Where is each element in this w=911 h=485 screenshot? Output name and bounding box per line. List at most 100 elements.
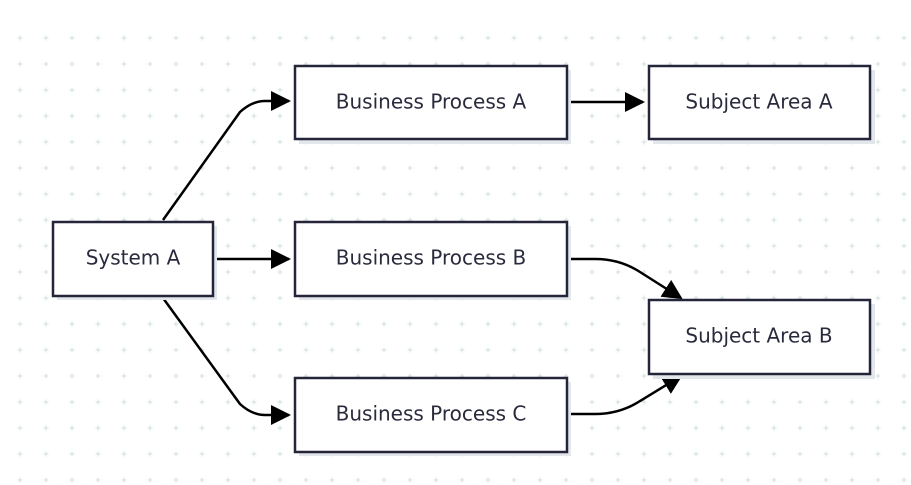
grid-marker	[173, 477, 179, 483]
grid-marker	[69, 347, 75, 353]
grid-marker	[615, 139, 621, 145]
grid-marker	[199, 321, 205, 327]
grid-marker	[589, 61, 595, 67]
grid-marker	[511, 347, 517, 353]
grid-marker	[797, 165, 803, 171]
grid-marker	[693, 269, 699, 275]
edge-system-a-to-bp-a	[161, 91, 291, 221]
grid-marker	[199, 87, 205, 93]
grid-marker	[277, 399, 283, 405]
grid-marker	[147, 425, 153, 431]
grid-marker	[121, 35, 127, 41]
grid-marker	[303, 191, 309, 197]
grid-marker	[69, 35, 75, 41]
grid-marker	[251, 35, 257, 41]
grid-marker	[641, 295, 647, 301]
grid-marker	[459, 477, 465, 483]
grid-marker	[225, 243, 231, 249]
grid-marker	[693, 451, 699, 457]
grid-marker	[641, 191, 647, 197]
grid-marker	[199, 373, 205, 379]
grid-marker	[537, 35, 543, 41]
grid-marker	[147, 321, 153, 327]
grid-marker	[849, 35, 855, 41]
grid-marker	[277, 61, 283, 67]
grid-marker	[615, 399, 621, 405]
grid-marker	[17, 191, 23, 197]
grid-marker	[589, 87, 595, 93]
grid-marker	[43, 139, 49, 145]
grid-marker	[485, 321, 491, 327]
grid-marker	[901, 425, 907, 431]
grid-marker	[433, 165, 439, 171]
grid-marker	[173, 61, 179, 67]
grid-marker	[69, 191, 75, 197]
grid-marker	[17, 113, 23, 119]
grid-marker	[797, 217, 803, 223]
grid-marker	[875, 347, 881, 353]
grid-marker	[901, 61, 907, 67]
grid-marker	[485, 165, 491, 171]
grid-marker	[901, 269, 907, 275]
grid-marker	[563, 321, 569, 327]
grid-marker	[849, 477, 855, 483]
grid-marker	[225, 295, 231, 301]
grid-marker	[693, 165, 699, 171]
grid-marker	[537, 477, 543, 483]
grid-marker	[771, 477, 777, 483]
grid-marker	[641, 451, 647, 457]
grid-marker	[43, 87, 49, 93]
grid-marker	[251, 451, 257, 457]
grid-marker	[875, 373, 881, 379]
node-business-process-b: Business Process B	[293, 220, 571, 300]
grid-marker	[745, 425, 751, 431]
grid-marker	[745, 217, 751, 223]
grid-marker	[485, 35, 491, 41]
grid-marker	[277, 451, 283, 457]
grid-marker	[199, 61, 205, 67]
grid-marker	[173, 191, 179, 197]
grid-marker	[719, 399, 725, 405]
grid-marker	[43, 295, 49, 301]
grid-marker	[563, 347, 569, 353]
node-system-a: System A	[51, 220, 217, 300]
grid-marker	[147, 139, 153, 145]
grid-marker	[121, 191, 127, 197]
grid-marker	[823, 425, 829, 431]
grid-marker	[667, 399, 673, 405]
node-label-business-process-b: Business Process B	[336, 246, 527, 270]
grid-marker	[641, 477, 647, 483]
grid-marker	[199, 113, 205, 119]
grid-marker	[95, 139, 101, 145]
grid-marker	[745, 35, 751, 41]
grid-marker	[17, 139, 23, 145]
grid-marker	[147, 87, 153, 93]
grid-marker	[615, 165, 621, 171]
grid-marker	[173, 35, 179, 41]
grid-marker	[147, 347, 153, 353]
grid-marker	[901, 191, 907, 197]
grid-marker	[875, 139, 881, 145]
grid-marker	[251, 165, 257, 171]
grid-marker	[641, 347, 647, 353]
grid-marker	[771, 425, 777, 431]
grid-marker	[693, 35, 699, 41]
grid-marker	[147, 61, 153, 67]
grid-marker	[173, 321, 179, 327]
grid-marker	[563, 191, 569, 197]
grid-marker	[615, 295, 621, 301]
grid-marker	[615, 217, 621, 223]
grid-marker	[511, 35, 517, 41]
grid-marker	[277, 191, 283, 197]
grid-marker	[251, 269, 257, 275]
grid-marker	[771, 35, 777, 41]
grid-marker	[381, 35, 387, 41]
grid-marker	[459, 191, 465, 197]
grid-marker	[251, 217, 257, 223]
grid-marker	[121, 477, 127, 483]
node-label-business-process-c: Business Process C	[336, 402, 527, 426]
grid-marker	[173, 165, 179, 171]
grid-marker	[277, 269, 283, 275]
grid-marker	[849, 451, 855, 457]
grid-marker	[615, 373, 621, 379]
